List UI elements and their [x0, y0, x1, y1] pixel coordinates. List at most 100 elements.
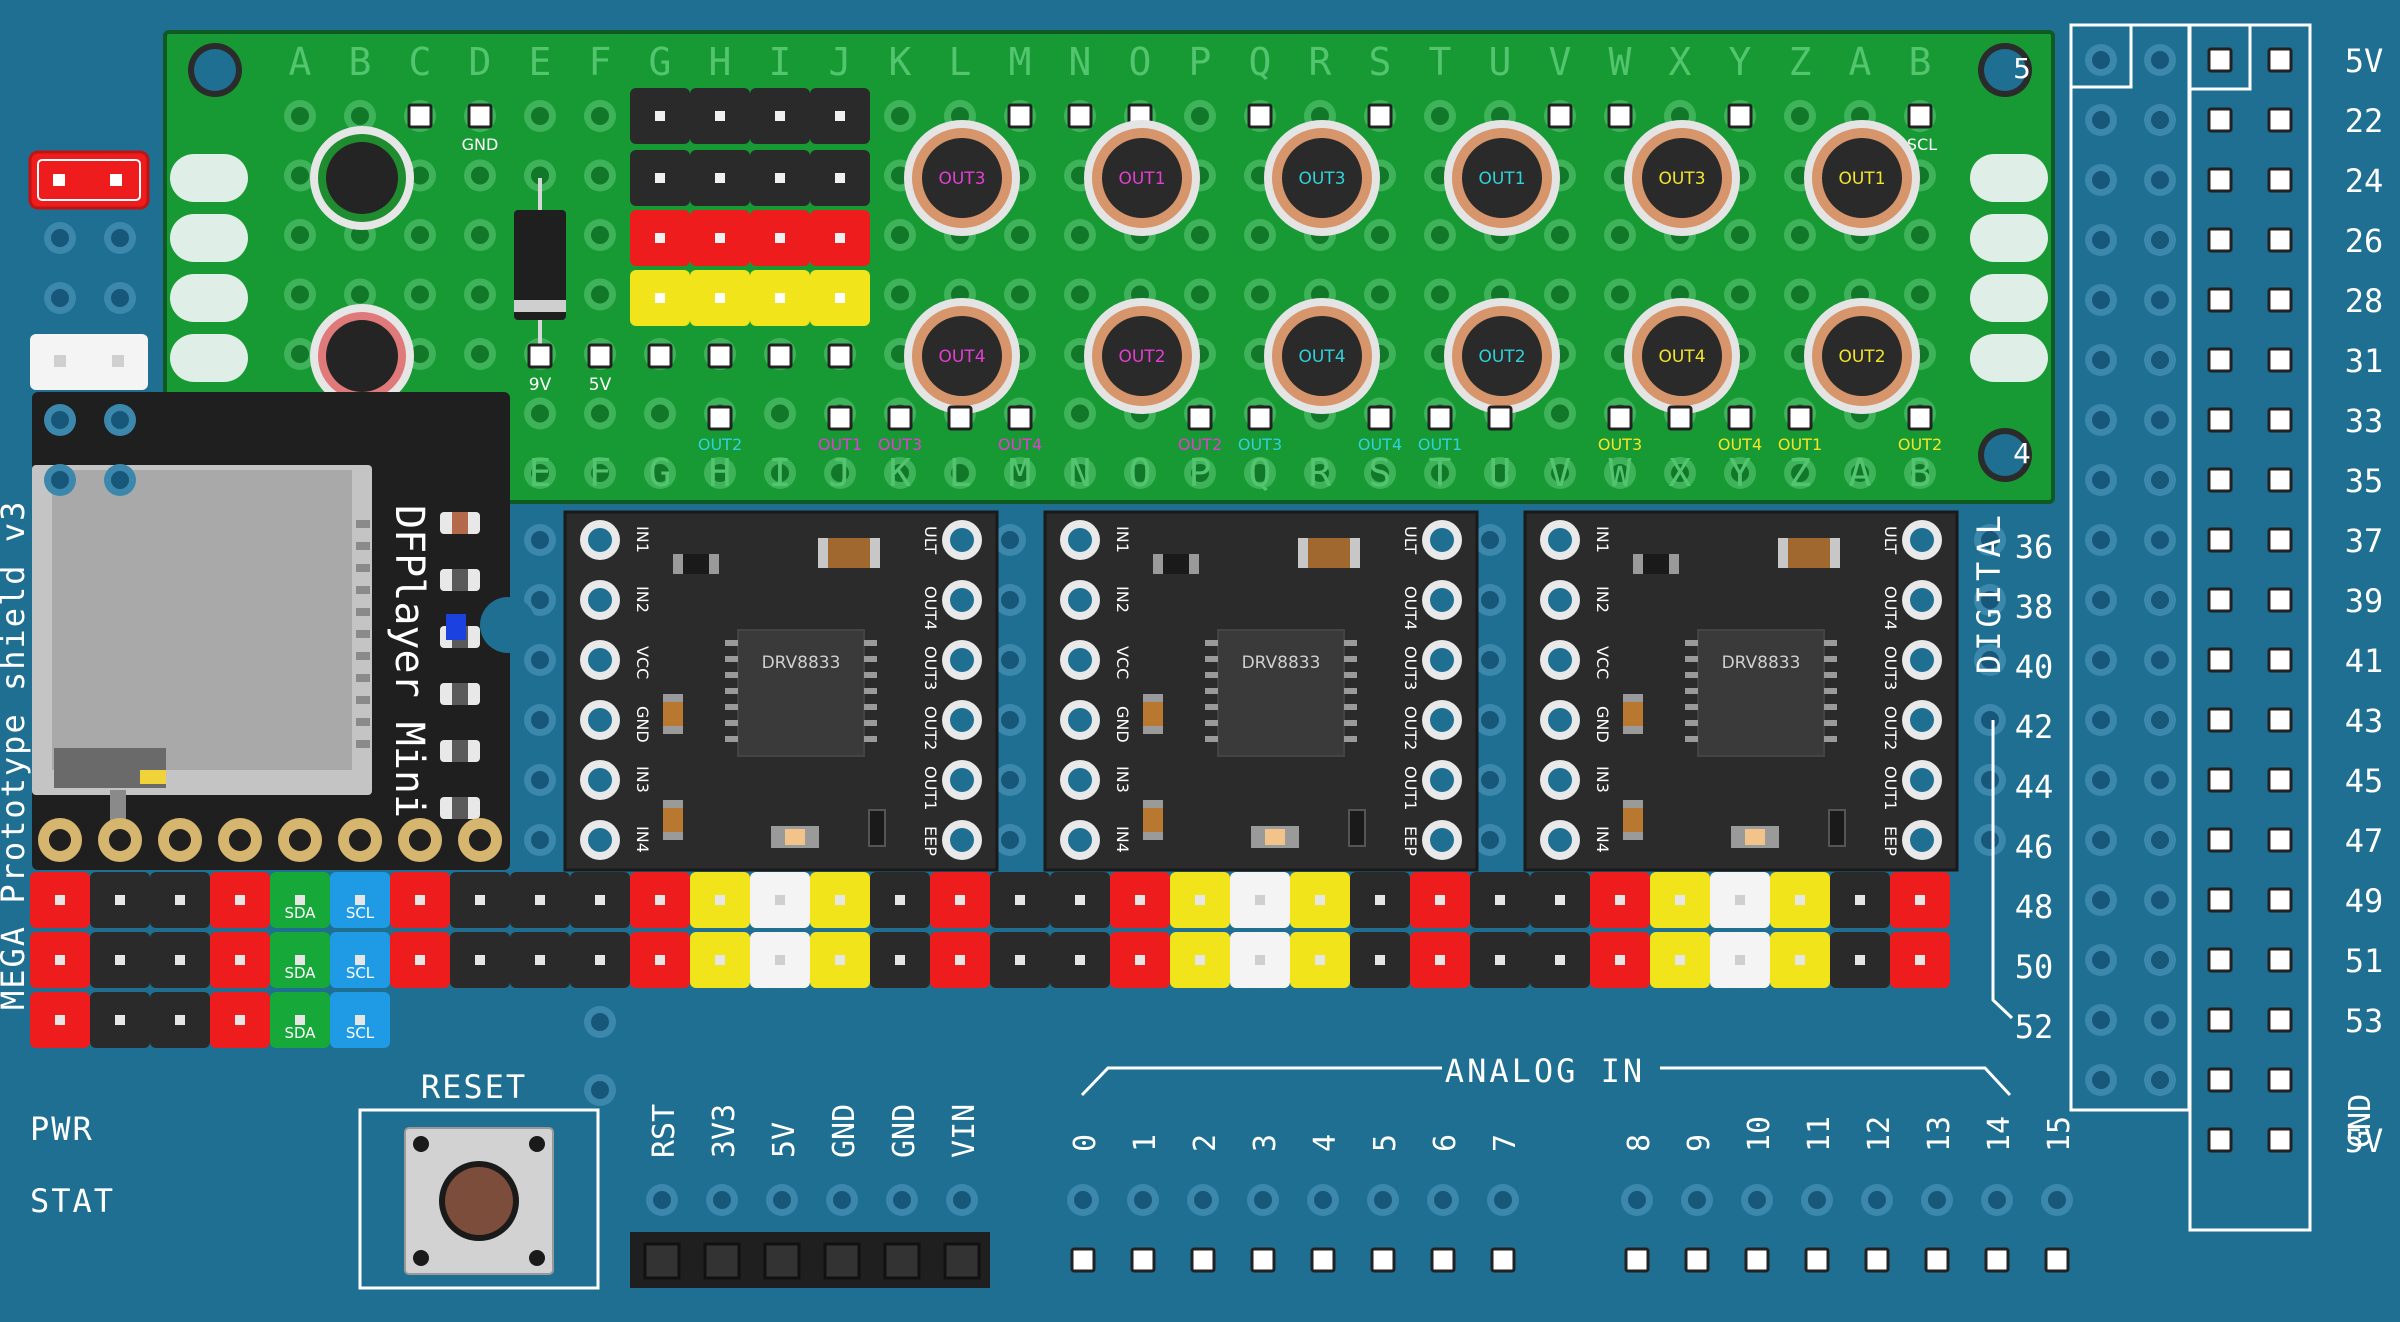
digital-square-pad[interactable]: [2207, 1067, 2233, 1093]
square-pad[interactable]: [767, 343, 793, 369]
analog-square-pad[interactable]: [1370, 1247, 1396, 1273]
digital-square-pad[interactable]: [2267, 47, 2293, 73]
square-pad[interactable]: [707, 405, 733, 431]
digital-square-pad[interactable]: [2207, 647, 2233, 673]
square-pad[interactable]: [1607, 103, 1633, 129]
via-hole-center: [833, 1191, 851, 1209]
digital-square-pad[interactable]: [2207, 1007, 2233, 1033]
analog-square-pad[interactable]: [1490, 1247, 1516, 1273]
digital-square-pad[interactable]: [2267, 707, 2293, 733]
digital-square-pad[interactable]: [2267, 767, 2293, 793]
digital-square-pad[interactable]: [2267, 947, 2293, 973]
digital-square-pad[interactable]: [2207, 227, 2233, 253]
power-socket[interactable]: [943, 1242, 981, 1280]
square-pad[interactable]: [407, 103, 433, 129]
analog-square-pad[interactable]: [1190, 1247, 1216, 1273]
digital-square-pad[interactable]: [2267, 1067, 2293, 1093]
power-socket[interactable]: [763, 1242, 801, 1280]
power-socket[interactable]: [883, 1242, 921, 1280]
analog-square-pad[interactable]: [1250, 1247, 1276, 1273]
digital-square-pad[interactable]: [2207, 707, 2233, 733]
analog-square-pad[interactable]: [1070, 1247, 1096, 1273]
jumper-outline: [37, 159, 141, 201]
square-pad[interactable]: [1187, 405, 1213, 431]
digital-square-pad[interactable]: [2267, 827, 2293, 853]
square-pad[interactable]: [1727, 103, 1753, 129]
power-socket[interactable]: [703, 1242, 741, 1280]
digital-square-pad[interactable]: [2207, 467, 2233, 493]
digital-square-pad[interactable]: [2207, 767, 2233, 793]
analog-square-pad[interactable]: [1984, 1247, 2010, 1273]
digital-square-pad[interactable]: [2267, 587, 2293, 613]
analog-square-pad[interactable]: [1804, 1247, 1830, 1273]
digital-square-pad[interactable]: [2267, 287, 2293, 313]
square-pad[interactable]: [1487, 405, 1513, 431]
digital-square-pad[interactable]: [2207, 287, 2233, 313]
square-pad[interactable]: [1247, 405, 1273, 431]
digital-square-pad[interactable]: [2267, 527, 2293, 553]
square-pad[interactable]: [827, 343, 853, 369]
via-hole-center: [591, 1081, 609, 1099]
square-pad[interactable]: [1367, 103, 1393, 129]
square-pad[interactable]: [1787, 405, 1813, 431]
square-pad[interactable]: [1067, 103, 1093, 129]
analog-square-pad[interactable]: [1310, 1247, 1336, 1273]
analog-square-pad[interactable]: [1744, 1247, 1770, 1273]
analog-square-pad[interactable]: [1430, 1247, 1456, 1273]
digital-square-pad[interactable]: [2267, 167, 2293, 193]
square-pad[interactable]: [647, 343, 673, 369]
power-socket[interactable]: [823, 1242, 861, 1280]
square-pad[interactable]: [947, 405, 973, 431]
square-pad[interactable]: [1907, 405, 1933, 431]
digital-square-pad[interactable]: [2207, 347, 2233, 373]
square-pad[interactable]: [707, 343, 733, 369]
analog-square-pad[interactable]: [2044, 1247, 2070, 1273]
ldr-center: [1462, 316, 1542, 396]
square-pad[interactable]: [1907, 103, 1933, 129]
digital-square-pad[interactable]: [2267, 407, 2293, 433]
digital-square-pad[interactable]: [2267, 887, 2293, 913]
digital-square-pad[interactable]: [2207, 527, 2233, 553]
sda-label: SDA: [284, 964, 316, 982]
digital-square-pad[interactable]: [2267, 1007, 2293, 1033]
square-pad[interactable]: [1727, 405, 1753, 431]
square-pad[interactable]: [1607, 405, 1633, 431]
digital-square-pad[interactable]: [2267, 647, 2293, 673]
digital-square-pad[interactable]: [2207, 47, 2233, 73]
digital-square-pad[interactable]: [2207, 827, 2233, 853]
square-pad[interactable]: [1007, 103, 1033, 129]
square-pad[interactable]: [1247, 103, 1273, 129]
analog-square-pad[interactable]: [1130, 1247, 1156, 1273]
square-pad[interactable]: [887, 405, 913, 431]
digital-square-pad[interactable]: [2267, 107, 2293, 133]
power-socket[interactable]: [643, 1242, 681, 1280]
jumper-red[interactable]: [28, 150, 150, 210]
digital-square-pad[interactable]: [2207, 587, 2233, 613]
digital-square-pad[interactable]: [2207, 407, 2233, 433]
chip-lead: [1344, 704, 1357, 710]
square-pad[interactable]: [1427, 405, 1453, 431]
square-pad[interactable]: [1667, 405, 1693, 431]
digital-square-pad[interactable]: [2207, 1127, 2233, 1153]
square-pad[interactable]: [587, 343, 613, 369]
digital-square-pad[interactable]: [2207, 887, 2233, 913]
square-pad[interactable]: [467, 103, 493, 129]
digital-square-pad[interactable]: [2267, 1127, 2293, 1153]
digital-square-pad[interactable]: [2267, 227, 2293, 253]
square-pad[interactable]: [527, 343, 553, 369]
analog-square-pad[interactable]: [1924, 1247, 1950, 1273]
digital-square-pad[interactable]: [2207, 947, 2233, 973]
square-pad[interactable]: [1547, 103, 1573, 129]
analog-square-pad[interactable]: [1624, 1247, 1650, 1273]
digital-square-pad[interactable]: [2267, 467, 2293, 493]
digital-square-pad[interactable]: [2267, 347, 2293, 373]
square-pad[interactable]: [1007, 405, 1033, 431]
digital-square-pad[interactable]: [2207, 167, 2233, 193]
analog-square-pad[interactable]: [1684, 1247, 1710, 1273]
analog-square-pad[interactable]: [1864, 1247, 1890, 1273]
square-pad[interactable]: [827, 405, 853, 431]
column-letter-top: G: [649, 40, 672, 84]
square-pad[interactable]: [1367, 405, 1393, 431]
digital-square-pad[interactable]: [2207, 107, 2233, 133]
